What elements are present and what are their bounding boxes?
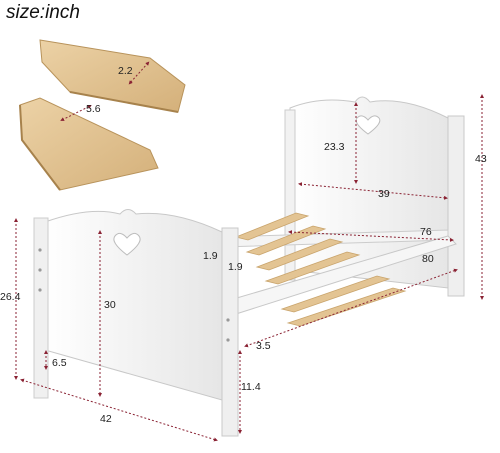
footboard-height-label: 26.4 [0, 291, 21, 303]
headboard-width-label: 39 [378, 188, 390, 200]
unit-title: size:inch [6, 2, 80, 23]
slat-width-label: 5.6 [86, 103, 101, 115]
dimension-lines [14, 94, 484, 442]
frame-length-label: 80 [422, 253, 434, 265]
headboard-inner-height-label: 23.3 [324, 141, 345, 153]
rail-gap-left-label: 1.9 [203, 250, 218, 262]
footboard-leg-height-label: 11.4 [241, 381, 261, 393]
rail-gap-right-label: 1.9 [228, 261, 243, 273]
slat-thickness-label: 2.2 [118, 65, 133, 77]
headboard-height-label: 43 [475, 153, 487, 165]
frame-width-label: 76 [420, 226, 432, 238]
footboard-panel-height-label: 30 [104, 299, 116, 311]
overall-width-label: 42 [100, 413, 112, 425]
slat-detail-top [39, 39, 186, 113]
footboard [33, 209, 239, 437]
rail-clearance-label: 3.5 [256, 340, 271, 352]
leg-height-label: 6.5 [52, 357, 67, 369]
slat-detail-bottom [19, 97, 159, 191]
